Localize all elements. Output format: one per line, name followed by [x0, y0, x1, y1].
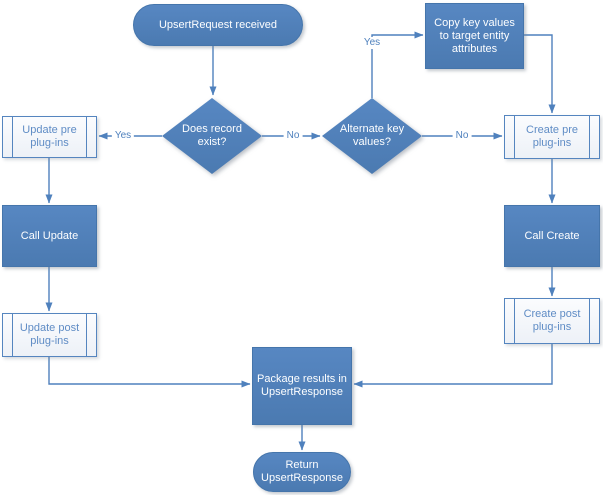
- edge-label-altkey-no: No: [452, 130, 472, 142]
- diamond-shape: Does record exist?: [162, 98, 262, 174]
- node-create-pre-plugins: Create pre plug-ins: [504, 115, 600, 159]
- edge-copy-to-create-pre: [523, 34, 556, 114]
- node-label: Copy key values to target entity attribu…: [434, 16, 515, 55]
- node-create-post-plugins: Create post plug-ins: [504, 298, 600, 344]
- node-call-create: Call Create: [504, 205, 600, 267]
- node-label: Does record exist?: [182, 123, 242, 148]
- node-label: Create post plug-ins: [523, 308, 581, 333]
- node-return-response: Return UpsertResponse: [253, 452, 351, 492]
- edge-alternate-key-to-copy: [371, 31, 424, 98]
- edge-create-post-to-package: [353, 344, 553, 388]
- node-label: Update pre plug-ins: [22, 124, 77, 149]
- node-label: Alternate key values?: [339, 123, 405, 148]
- node-copy-key-values: Copy key values to target entity attribu…: [425, 3, 524, 69]
- node-call-update: Call Update: [2, 205, 97, 267]
- node-package-results: Package results in UpsertResponse: [252, 347, 352, 425]
- edge-update-post-to-package: [48, 357, 251, 388]
- edge-label-exist-no: No: [283, 130, 303, 142]
- node-label: Call Create: [524, 229, 580, 242]
- edge-label-altkey-yes: Yes: [360, 37, 384, 49]
- node-update-pre-plugins: Update pre plug-ins: [2, 116, 97, 158]
- edge-label-exist-yes: Yes: [111, 130, 135, 142]
- node-label: UpsertRequest received: [158, 18, 277, 31]
- diamond-shape: Alternate key values?: [322, 98, 422, 174]
- node-update-post-plugins: Update post plug-ins: [2, 313, 97, 357]
- node-label: Call Update: [20, 229, 79, 242]
- node-label: Create pre plug-ins: [526, 124, 578, 149]
- node-label: Return UpsertResponse: [261, 459, 343, 484]
- node-label: Update post plug-ins: [19, 322, 80, 347]
- node-start-terminator: UpsertRequest received: [133, 4, 303, 46]
- node-does-record-exist-decision: Does record exist?: [162, 98, 262, 174]
- node-alternate-key-decision: Alternate key values?: [322, 98, 422, 174]
- node-label: Package results in UpsertResponse: [257, 373, 347, 398]
